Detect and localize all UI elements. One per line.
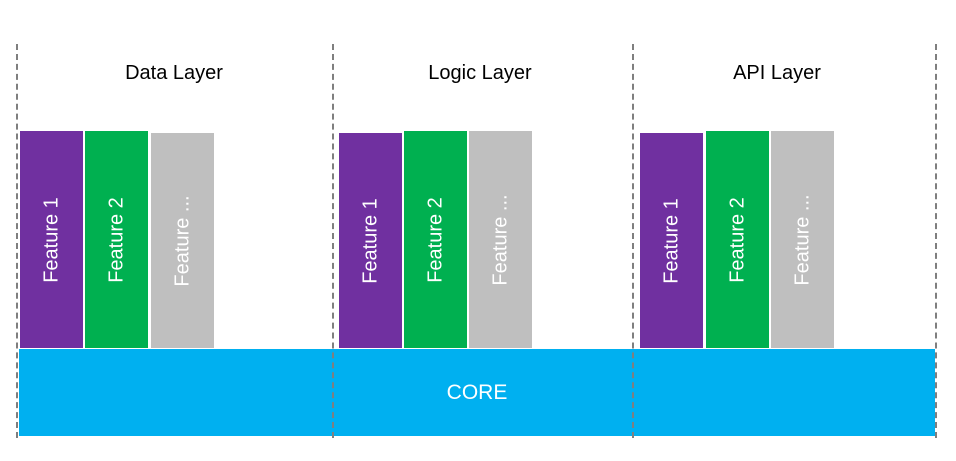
feature-label: Feature 1 bbox=[660, 197, 682, 284]
divider-logic-api bbox=[632, 44, 634, 438]
api-layer-feature-more: Feature ... bbox=[771, 131, 834, 348]
core-label: CORE bbox=[446, 380, 508, 404]
api-layer-feature-1: Feature 1 bbox=[640, 133, 703, 348]
feature-label: Feature 1 bbox=[359, 197, 381, 284]
data-layer-feature-more: Feature ... bbox=[151, 133, 214, 348]
data-layer-feature-2: Feature 2 bbox=[85, 131, 148, 348]
logic-layer-feature-2: Feature 2 bbox=[404, 131, 467, 348]
feature-label: Feature 2 bbox=[726, 196, 748, 283]
layer-title-api: API Layer bbox=[733, 62, 821, 84]
data-layer-feature-1: Feature 1 bbox=[20, 131, 83, 348]
feature-label: Feature 1 bbox=[40, 196, 62, 283]
divider-right bbox=[935, 44, 937, 438]
divider-data-logic bbox=[332, 44, 334, 438]
feature-label: Feature 2 bbox=[105, 196, 127, 283]
logic-layer-feature-1: Feature 1 bbox=[339, 133, 402, 348]
layer-title-data: Data Layer bbox=[125, 62, 223, 84]
divider-left bbox=[16, 44, 18, 438]
layer-title-logic: Logic Layer bbox=[428, 62, 532, 84]
feature-label: Feature ... bbox=[171, 194, 193, 287]
feature-label: Feature ... bbox=[791, 193, 813, 286]
core-block: CORE bbox=[19, 349, 935, 436]
logic-layer-feature-more: Feature ... bbox=[469, 131, 532, 348]
feature-label: Feature ... bbox=[489, 193, 511, 286]
feature-label: Feature 2 bbox=[424, 196, 446, 283]
api-layer-feature-2: Feature 2 bbox=[706, 131, 769, 348]
